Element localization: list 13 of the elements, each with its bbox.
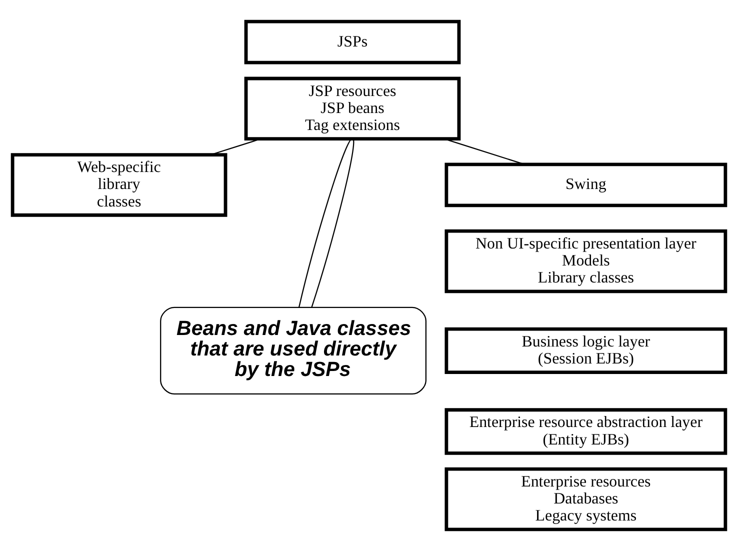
connector	[311, 138, 354, 307]
node-box: Business logic layer (Session EJBs)	[444, 326, 728, 374]
connector	[444, 138, 525, 164]
connector	[210, 138, 262, 155]
node-box: Web-specific library classes	[10, 152, 228, 216]
connector	[298, 137, 353, 307]
node-box: Beans and Java classes that are used directly by the JSPs	[160, 306, 426, 394]
node-box: Non UI-specific presentation layer Models Library classes	[444, 228, 728, 293]
node-box: Swing	[444, 162, 728, 207]
node-box: JSPs	[244, 19, 461, 64]
node-box: Enterprise resource abstraction layer (Entity EJBs)	[444, 408, 728, 454]
node-box: JSP resources JSP beans Tag extensions	[244, 76, 461, 140]
node-box: Enterprise resources Databases Legacy systems	[444, 466, 728, 531]
